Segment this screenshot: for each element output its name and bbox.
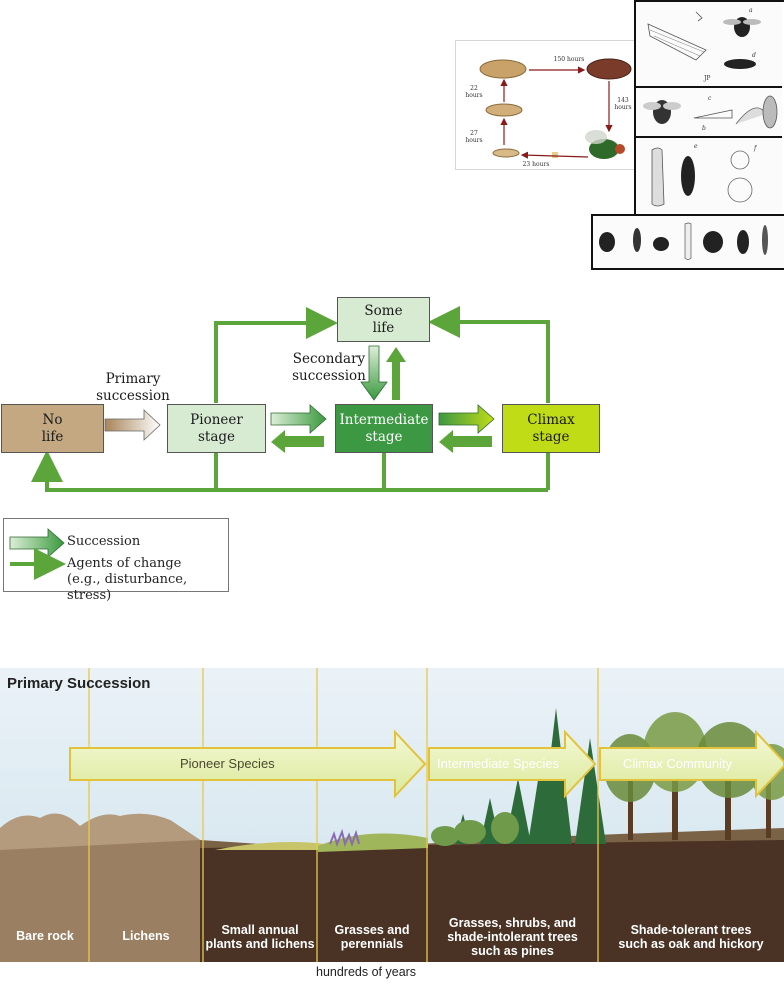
succession-connectors (0, 306, 550, 492)
fly-lifecycle-art (479, 58, 632, 159)
insect-plates: JP a d b c e f (634, 0, 784, 216)
label-intermediate-species: Intermediate Species (437, 756, 560, 771)
label-primary-succession: Primary succession (96, 371, 170, 404)
pupa (586, 58, 632, 80)
agent-arrow-climax-intermediate (439, 430, 492, 453)
egg-cluster (552, 152, 558, 158)
shrubs (431, 812, 519, 846)
larva-small (492, 148, 520, 158)
plate-fly-wing: JP a d (636, 2, 782, 88)
larva-large (479, 59, 527, 79)
band-lichens: Lichens (122, 929, 170, 943)
label-143-hours: 143 hours (614, 97, 632, 111)
svg-text:a: a (749, 7, 753, 14)
bare-rock (0, 816, 200, 962)
svg-text:c: c (708, 95, 712, 102)
agent-line-bottom-return (47, 450, 550, 492)
label-23-hours: 23 hours (522, 161, 550, 168)
primary-succession-illustration: Primary Succession Pioneer Species Inter… (0, 668, 784, 962)
beetle-plate (591, 214, 784, 270)
legend-agents-label: Agents of change (67, 556, 182, 571)
agent-line-climax-to-somelife (428, 306, 550, 403)
grasses (318, 833, 428, 852)
band-small-annual-plants: Small annual plants and lichens (205, 923, 315, 951)
succession-arrow-pioneer-intermediate (270, 404, 327, 434)
agent-line-pioneer-to-somelife (214, 307, 338, 403)
agent-arrow-intermediate-pioneer (271, 430, 324, 453)
svg-text:d: d (752, 52, 756, 59)
adult-fly-body (589, 139, 619, 159)
svg-text:e: e (694, 143, 698, 150)
band-grasses-shrubs-pines: Grasses, shrubs, and shade-intolerant tr… (447, 916, 578, 958)
label-pioneer-species: Pioneer Species (180, 756, 275, 771)
legend-succession-label: Succession (67, 534, 141, 549)
legend-succession-arrow (9, 528, 65, 558)
annual-plants (215, 842, 325, 850)
band-shade-tolerant-trees: Shade-tolerant trees such as oak and hic… (618, 923, 764, 951)
larva-medium (485, 103, 523, 117)
arrow-pioneer-species (69, 729, 427, 799)
primary-succession-title: Primary Succession (7, 675, 151, 692)
arrow-intermediate-species (428, 729, 597, 799)
legend: Succession Agents of change (e.g., distu… (3, 518, 229, 603)
stage-pioneer: Pioneer stage (167, 404, 266, 453)
plate-housefly: b c (636, 88, 782, 138)
time-axis: hundreds of years (0, 962, 784, 984)
stage-climax: Climax stage (502, 404, 600, 453)
primary-succession-arrow (104, 409, 161, 441)
band-bare-rock: Bare rock (16, 929, 74, 943)
stage-dividers (88, 668, 599, 962)
band-grasses-perennials: Grasses and perennials (334, 923, 410, 951)
soil-layer (200, 840, 784, 962)
label-27-hours: 27 hours (465, 130, 483, 144)
succession-arrow-somelife-intermediate (360, 345, 388, 401)
label-climax-community: Climax Community (623, 756, 733, 771)
stage-no-life: No life (1, 404, 104, 453)
adult-fly-head (615, 144, 625, 154)
perennial-flowers (329, 828, 360, 848)
succession-arrow-intermediate-climax (438, 404, 495, 434)
adult-fly-wing (585, 130, 607, 144)
arrow-climax-community (599, 729, 784, 799)
svg-text:JP: JP (703, 75, 710, 82)
primary-succession-art (0, 668, 784, 962)
plate-pupae: e f (636, 138, 782, 212)
svg-text:f: f (753, 145, 758, 152)
svg-text:b: b (702, 125, 706, 132)
fly-lifecycle-diagram: 150 hours 143 hours 22 hours 27 hours 23… (455, 40, 635, 170)
label-secondary-succession: Secondary succession (292, 351, 366, 384)
label-22-hours: 22 hours (465, 85, 483, 99)
time-axis-label: hundreds of years (316, 965, 417, 979)
rock-outcrop (0, 813, 200, 850)
agent-arrow-intermediate-somelife (386, 347, 406, 400)
legend-agents-example: (e.g., disturbance, stress) (67, 572, 188, 603)
stage-intermediate: Intermediate stage (335, 404, 433, 453)
label-150-hours: 150 hours (553, 56, 585, 63)
stage-some-life: Some life (337, 297, 430, 342)
arrow-adult-to-egg (520, 151, 589, 159)
